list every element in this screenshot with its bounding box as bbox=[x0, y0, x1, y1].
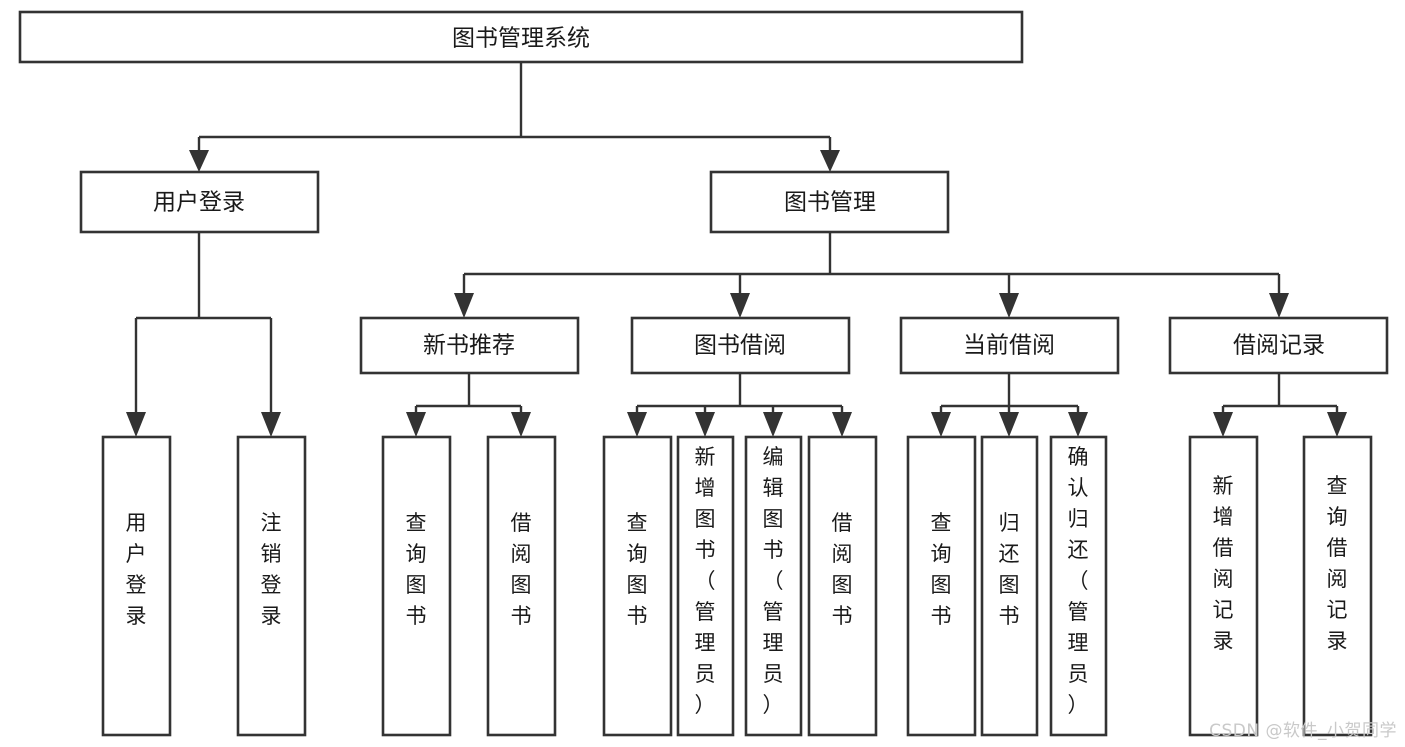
node-leaf-borrow-book-1[interactable]: 借阅图书 bbox=[486, 435, 557, 737]
node-leaf-borrow-book-2[interactable]: 借阅图书 bbox=[807, 435, 878, 737]
node-new-book-rec-box[interactable] bbox=[359, 316, 580, 375]
node-leaf-edit-book-label: 编辑图书（管理员） bbox=[763, 445, 784, 717]
node-user-login-label: 用户登录 bbox=[153, 190, 245, 216]
node-book-manage-label: 图书管理 bbox=[784, 190, 876, 216]
node-leaf-query-book-3-box[interactable] bbox=[906, 435, 977, 737]
node-book-manage[interactable]: 图书管理 bbox=[709, 170, 950, 234]
node-borrow-record[interactable]: 借阅记录 bbox=[1168, 316, 1389, 375]
arrowhead-user-login bbox=[189, 150, 209, 172]
arrowhead-borrow-record bbox=[1269, 293, 1289, 318]
arrowhead-leaf-query-book-2 bbox=[627, 412, 647, 437]
node-root-box[interactable] bbox=[18, 10, 1024, 64]
arrowhead-leaf-query-book-1 bbox=[406, 412, 426, 437]
node-leaf-confirm-return-label: 确认归还（管理员） bbox=[1068, 445, 1089, 717]
node-leaf-query-book-2-box[interactable] bbox=[602, 435, 673, 737]
arrowhead-leaf-edit-book bbox=[763, 412, 783, 437]
arrowhead-leaf-confirm-return bbox=[1068, 412, 1088, 437]
node-leaf-return-book[interactable]: 归还图书 bbox=[980, 435, 1039, 737]
node-leaf-user-logout[interactable]: 注销登录 bbox=[236, 435, 307, 737]
node-leaf-query-book-2-label: 查询图书 bbox=[627, 511, 648, 628]
node-leaf-add-book-box[interactable] bbox=[676, 435, 735, 737]
arrowhead-leaf-user-logout bbox=[261, 412, 281, 437]
node-leaf-query-book-3[interactable]: 查询图书 bbox=[906, 435, 977, 737]
node-new-book-rec-label: 新书推荐 bbox=[423, 333, 515, 359]
node-leaf-query-record[interactable]: 查询借阅记录 bbox=[1302, 435, 1373, 737]
node-leaf-query-book-2[interactable]: 查询图书 bbox=[602, 435, 673, 737]
arrowhead-leaf-user-login bbox=[126, 412, 146, 437]
node-root-label: 图书管理系统 bbox=[452, 26, 590, 52]
arrowhead-leaf-query-book-3 bbox=[931, 412, 951, 437]
node-leaf-confirm-return[interactable]: 确认归还（管理员） bbox=[1049, 435, 1108, 737]
node-leaf-add-record[interactable]: 新增借阅记录 bbox=[1188, 435, 1259, 737]
node-leaf-query-record-label: 查询借阅记录 bbox=[1327, 474, 1348, 653]
connector-layer bbox=[126, 61, 1347, 437]
arrowhead-leaf-add-record bbox=[1213, 412, 1233, 437]
node-leaf-query-record-box[interactable] bbox=[1302, 435, 1373, 737]
node-leaf-add-book-label: 新增图书（管理员） bbox=[695, 445, 716, 717]
node-borrow-record-box[interactable] bbox=[1168, 316, 1389, 375]
node-leaf-query-book-1-label: 查询图书 bbox=[406, 511, 427, 628]
arrowhead-leaf-borrow-book-1 bbox=[511, 412, 531, 437]
node-book-manage-box[interactable] bbox=[709, 170, 950, 234]
node-leaf-edit-book-box[interactable] bbox=[744, 435, 803, 737]
node-leaf-borrow-book-1-box[interactable] bbox=[486, 435, 557, 737]
node-new-book-rec[interactable]: 新书推荐 bbox=[359, 316, 580, 375]
node-leaf-query-book-1-box[interactable] bbox=[381, 435, 452, 737]
node-book-borrow-box[interactable] bbox=[630, 316, 851, 375]
node-leaf-add-record-box[interactable] bbox=[1188, 435, 1259, 737]
node-current-borrow-box[interactable] bbox=[899, 316, 1120, 375]
node-user-login-box[interactable] bbox=[79, 170, 320, 234]
node-leaf-return-book-box[interactable] bbox=[980, 435, 1039, 737]
node-root[interactable]: 图书管理系统 bbox=[18, 10, 1024, 64]
node-book-borrow[interactable]: 图书借阅 bbox=[630, 316, 851, 375]
arrowhead-book-manage bbox=[820, 150, 840, 172]
node-leaf-user-logout-label: 注销登录 bbox=[261, 511, 282, 628]
node-leaf-user-logout-box[interactable] bbox=[236, 435, 307, 737]
node-leaf-user-login-label: 用户登录 bbox=[126, 511, 147, 628]
arrowhead-leaf-return-book bbox=[999, 412, 1019, 437]
node-book-borrow-label: 图书借阅 bbox=[694, 333, 786, 359]
node-borrow-record-label: 借阅记录 bbox=[1233, 333, 1325, 359]
arrowhead-leaf-borrow-book-2 bbox=[832, 412, 852, 437]
node-leaf-return-book-label: 归还图书 bbox=[999, 511, 1020, 628]
arrowhead-leaf-add-book bbox=[695, 412, 715, 437]
node-leaf-edit-book[interactable]: 编辑图书（管理员） bbox=[744, 435, 803, 737]
node-leaf-borrow-book-2-label: 借阅图书 bbox=[832, 511, 853, 628]
node-leaf-add-record-label: 新增借阅记录 bbox=[1213, 474, 1234, 653]
node-leaf-user-login[interactable]: 用户登录 bbox=[101, 435, 172, 737]
csdn-watermark: CSDN @软件_小贺同学 bbox=[1209, 721, 1397, 741]
node-leaf-add-book[interactable]: 新增图书（管理员） bbox=[676, 435, 735, 737]
node-current-borrow-label: 当前借阅 bbox=[963, 333, 1055, 359]
node-current-borrow[interactable]: 当前借阅 bbox=[899, 316, 1120, 375]
arrowhead-book-borrow bbox=[730, 293, 750, 318]
node-leaf-query-book-3-label: 查询图书 bbox=[931, 511, 952, 628]
node-leaf-user-login-box[interactable] bbox=[101, 435, 172, 737]
node-leaf-query-book-1[interactable]: 查询图书 bbox=[381, 435, 452, 737]
arrowhead-leaf-query-record bbox=[1327, 412, 1347, 437]
arrowhead-new-book-rec bbox=[454, 293, 474, 318]
arrowhead-current-borrow bbox=[999, 293, 1019, 318]
node-leaf-confirm-return-box[interactable] bbox=[1049, 435, 1108, 737]
node-user-login[interactable]: 用户登录 bbox=[79, 170, 320, 234]
node-leaf-borrow-book-1-label: 借阅图书 bbox=[511, 511, 532, 628]
node-leaf-borrow-book-2-box[interactable] bbox=[807, 435, 878, 737]
